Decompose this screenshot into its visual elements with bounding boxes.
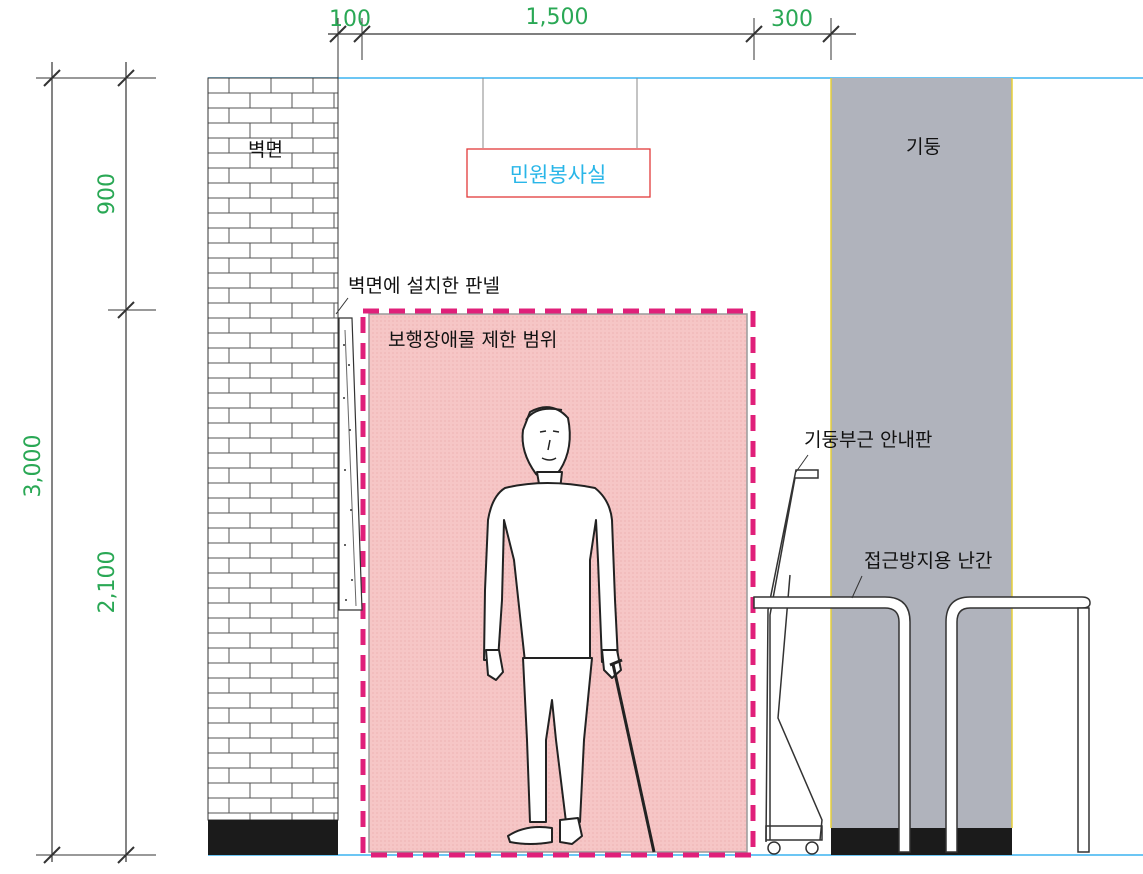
column-base [831, 828, 1012, 855]
wall-label: 벽면 [248, 139, 283, 161]
dim-side-lower: 2,100 [95, 551, 120, 614]
dim-top-span: 1,500 [526, 5, 589, 30]
dim-side-total: 3,000 [21, 435, 46, 498]
restricted-zone-label: 보행장애물 제한 범위 [388, 329, 557, 351]
sign-text: 민원봉사실 [510, 163, 607, 187]
wall-panel-label: 벽면에 설치한 판넬 [348, 275, 500, 297]
column-sign-label: 기둥부근 안내판 [804, 429, 932, 451]
side-dimension-lines [36, 62, 156, 864]
dim-top-left: 100 [329, 7, 371, 32]
dim-top-right: 300 [771, 7, 813, 32]
wall-panel-leader [335, 297, 349, 315]
column-label: 기둥 [906, 136, 941, 158]
person-with-cane-icon [483, 406, 656, 853]
brick-wall [207, 77, 339, 855]
hanging-sign: 민원봉사실 [466, 78, 651, 198]
wall-panel [338, 317, 363, 611]
top-dimension-line [328, 18, 856, 78]
sign-stand-icon [765, 469, 823, 855]
railing-leader [851, 575, 863, 599]
railing-label: 접근방지용 난간 [864, 550, 992, 572]
column-sign-leader [795, 454, 809, 473]
dim-side-upper: 900 [95, 173, 120, 215]
column [830, 78, 1013, 855]
wall-base [208, 820, 338, 855]
railing-icon [753, 596, 1091, 853]
